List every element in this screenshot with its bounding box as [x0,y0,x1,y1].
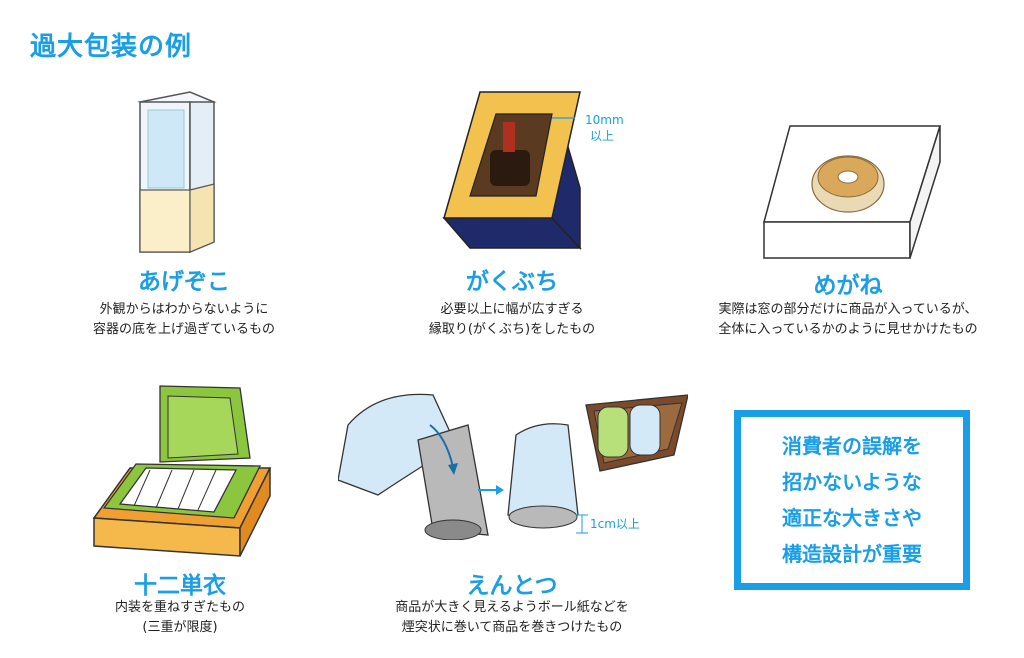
callout-line-4: 構造設計が重要 [782,542,922,566]
desc-entotsu: 商品が大きく見えるようボール紙などを 煙突状に巻いて商品を巻きつけたもの [362,598,662,638]
desc-agezoko-line-2: 容器の底を上げ過ぎているもの [92,322,275,337]
label-agezoko: あげぞこ [138,269,230,295]
label-megane: めがね [813,273,883,299]
label-gakubuchi: がくぶち [465,269,559,295]
page-title: 過大包装の例 [30,32,193,62]
desc-gakubuchi: 必要以上に幅が広すぎる 縁取り(がくぶち)をしたもの [382,300,642,340]
desc-juunihitoe-line-2: (三重が限度) [142,620,218,635]
desc-entotsu-line-2: 煙突状に巻いて商品を巻きつけたもの [401,620,623,635]
desc-megane-line-2: 全体に入っているかのように見せかけたもの [718,322,978,337]
agezoko-illustration [137,91,217,254]
gakubuchi-dimension-2: 以上 [590,129,614,143]
callout-line-2: 招かないような [782,470,922,494]
desc-agezoko: 外観からはわからないように 容器の底を上げ過ぎているもの [54,300,314,340]
entotsu-dimension: 1cm以上 [590,517,640,531]
desc-agezoko-line-1: 外観からはわからないように [99,302,269,317]
callout-line-1: 消費者の誤解を [782,434,922,458]
juunihitoe-illustration [92,385,272,557]
label-entotsu: えんとつ [466,573,558,599]
desc-juunihitoe-line-1: 内装を重ねすぎたもの [114,600,245,615]
desc-megane: 実際は窓の部分だけに商品が入っているが、 全体に入っているかのように見せかけたも… [688,300,1008,340]
desc-gakubuchi-line-1: 必要以上に幅が広すぎる [440,302,584,317]
label-juunihitoe: 十二単衣 [134,573,226,599]
megane-illustration [763,125,942,259]
callout-line-3: 適正な大きさや [782,506,922,530]
callout-box: 消費者の誤解を 招かないような 適正な大きさや 構造設計が重要 [734,410,970,590]
desc-juunihitoe: 内装を重ねすぎたもの (三重が限度) [50,598,310,638]
desc-gakubuchi-line-2: 縁取り(がくぶち)をしたもの [428,322,596,337]
desc-megane-line-1: 実際は窓の部分だけに商品が入っているが、 [718,302,978,317]
entotsu-illustration: 1cm以上 [338,393,688,540]
gakubuchi-dimension-1: 10mm [585,113,624,127]
desc-entotsu-line-1: 商品が大きく見えるようボール紙などを [395,600,629,615]
gakubuchi-illustration: 10mm 以上 [442,91,624,250]
